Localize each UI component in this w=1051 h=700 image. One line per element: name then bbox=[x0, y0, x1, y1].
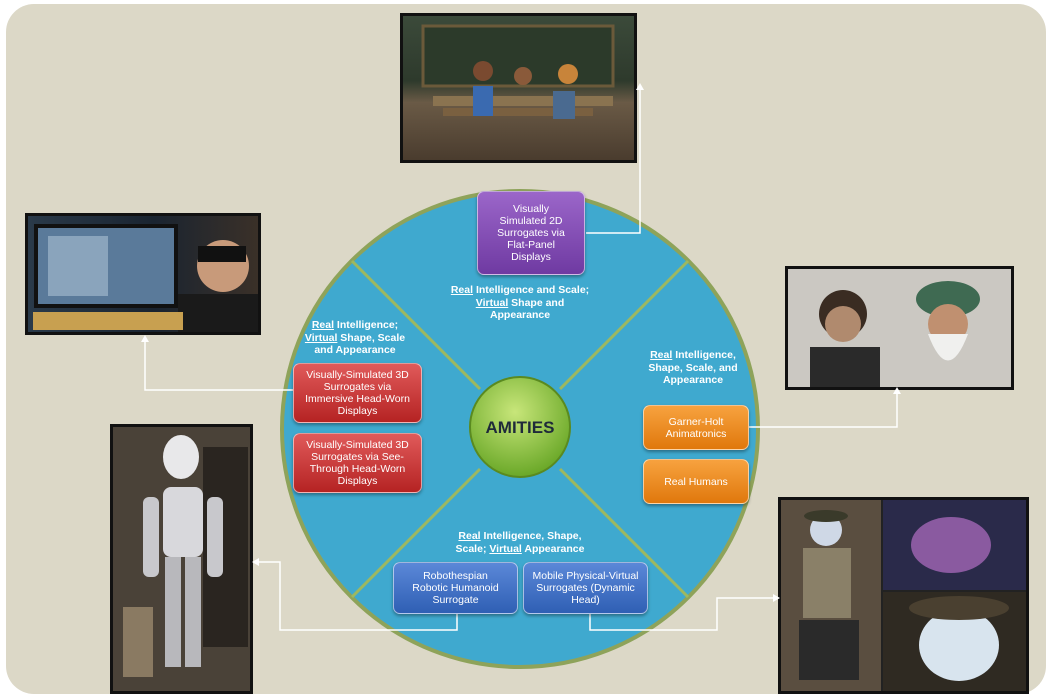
animatronics-box: Garner-Holt Animatronics bbox=[643, 405, 749, 450]
left-quadrant-label: Real Intelligence; Virtual Shape, Scale … bbox=[304, 319, 406, 356]
flat-panel-surrogates-box: Visually Simulated 2D Surrogates via Fla… bbox=[477, 191, 585, 275]
divider-upper-right bbox=[558, 259, 690, 391]
divider-lower-right bbox=[558, 467, 690, 599]
arrow-animatronics bbox=[893, 387, 901, 394]
connector-mobile bbox=[589, 597, 776, 631]
connector-animatronics bbox=[749, 392, 898, 428]
center-circle bbox=[469, 376, 571, 478]
arrow-robothespian bbox=[252, 558, 259, 566]
classroom-photo bbox=[400, 13, 637, 163]
divider-lower-left bbox=[350, 467, 482, 599]
connector-immersive bbox=[144, 340, 293, 391]
robothespian-photo bbox=[110, 424, 253, 694]
bottom-quadrant-label: Real Intelligence, Shape, Scale; Virtual… bbox=[455, 530, 585, 555]
immersive-hmd-surrogates-box: Visually-Simulated 3D Surrogates via Imm… bbox=[293, 363, 422, 423]
mobile-surrogates-box: Mobile Physical-Virtual Surrogates (Dyna… bbox=[523, 562, 648, 614]
arrow-immersive bbox=[141, 335, 149, 342]
top-quadrant-label: Real Intelligence and Scale; Virtual Sha… bbox=[450, 284, 590, 321]
mobile-surrogate-photo bbox=[778, 497, 1029, 694]
real-humans-box: Real Humans bbox=[643, 459, 749, 504]
divider-upper-left bbox=[350, 259, 482, 391]
hmd-user-photo bbox=[25, 213, 261, 335]
right-quadrant-label: Real Intelligence, Shape, Scale, and App… bbox=[648, 349, 738, 386]
arrow-flat-panel bbox=[636, 83, 644, 90]
see-through-hmd-surrogates-box: Visually-Simulated 3D Surrogates via See… bbox=[293, 433, 422, 493]
connector-flat-panel bbox=[586, 88, 641, 234]
connector-robothespian bbox=[256, 561, 458, 631]
center-label: AMITIES bbox=[485, 418, 555, 437]
animatronics-photo bbox=[785, 266, 1014, 390]
robothespian-box: Robothespian Robotic Humanoid Surrogate bbox=[393, 562, 518, 614]
arrow-mobile bbox=[773, 594, 780, 602]
